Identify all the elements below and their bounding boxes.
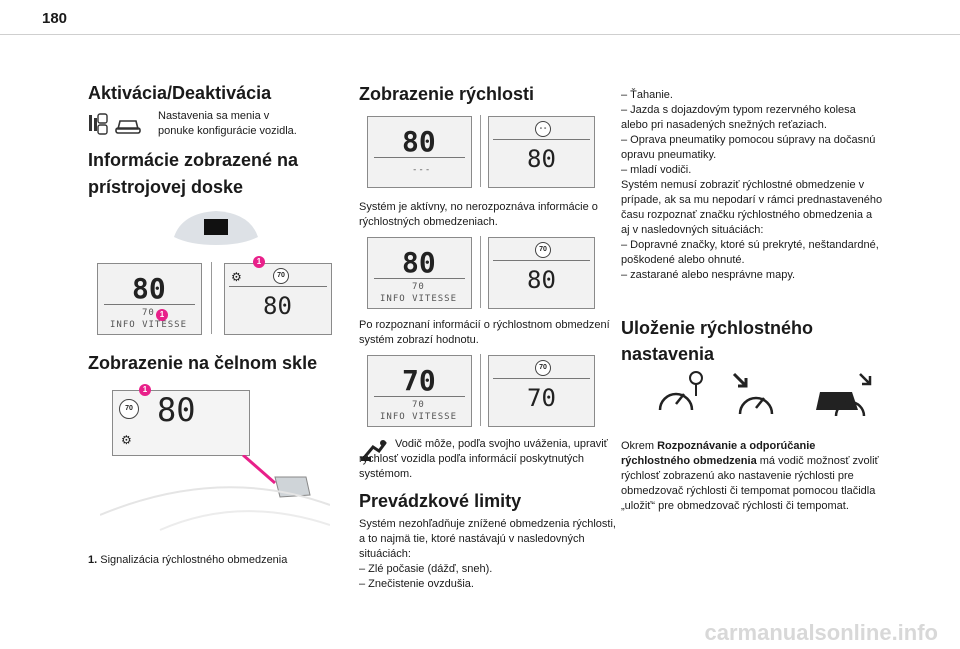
cluster-right-panel: ⚙ 70 80 bbox=[224, 263, 332, 335]
panel2-speed: 80 bbox=[402, 246, 436, 279]
panel2-right-speed: 80 bbox=[527, 266, 556, 294]
panel3-right-divider bbox=[493, 378, 590, 379]
legend-number: 1. bbox=[88, 554, 98, 566]
speed-panel-2-right: 70 80 bbox=[488, 237, 595, 309]
panel1-small: --- bbox=[412, 165, 432, 175]
ulozenie-post: má vodič možnosť zvoliť rýchlosť zobraze… bbox=[621, 455, 879, 512]
panel2-divider bbox=[374, 278, 465, 279]
panel1-separator bbox=[480, 115, 481, 187]
ulozenie-heading: Uloženie rýchlostného nastavenia bbox=[621, 318, 814, 364]
cond-item-2: – Jazda s dojazdovým typom rezervného ko… bbox=[621, 104, 856, 131]
cruise-control-icon bbox=[816, 373, 872, 417]
panel1-right-divider bbox=[493, 139, 590, 140]
page-number: 180 bbox=[42, 10, 68, 27]
cond-text: Systém nemusí zobraziť rýchlostné obmedz… bbox=[621, 179, 883, 236]
hud-speed: 80 bbox=[157, 391, 196, 429]
panel3-right-speed: 70 bbox=[527, 384, 556, 412]
panel3-separator bbox=[480, 354, 481, 426]
speedometer-recognition-icon bbox=[658, 371, 703, 411]
speed-panel-3-right: 70 70 bbox=[488, 355, 595, 427]
callout-hud: 1 bbox=[139, 384, 151, 396]
cond-item-6: – zastarané alebo nesprávne mapy. bbox=[621, 269, 796, 281]
cond-item-4: – mladí vodiči. bbox=[621, 164, 692, 176]
right-speed: 80 bbox=[263, 292, 292, 320]
limity-item-1: – Zlé počasie (dážď, sneh). bbox=[359, 563, 493, 575]
speed-sign: 70 bbox=[273, 268, 289, 284]
panel1-divider bbox=[374, 157, 465, 158]
panel1-right-speed: 80 bbox=[527, 145, 556, 173]
cluster-panel: 80 70 INFO VITESSE bbox=[97, 263, 202, 335]
panel1-sign: - - bbox=[535, 121, 551, 137]
speed-panel-2: 80 70 INFO VITESSE bbox=[367, 237, 472, 309]
panel3-limit: 70 bbox=[412, 400, 425, 410]
hud-panel: 70 80 ⚙ bbox=[112, 390, 250, 456]
conditions-list: – Ťahanie. – Jazda s dojazdovým typom re… bbox=[621, 88, 883, 283]
panel1-speed: 80 bbox=[402, 125, 436, 158]
panel2-label: INFO VITESSE bbox=[380, 294, 458, 304]
zobrazenie-heading: Zobrazenie rýchlosti bbox=[359, 84, 535, 104]
ulozenie-text: Okrem Rozpoznávanie a odporúčanie rýchlo… bbox=[621, 439, 883, 514]
driver-note-icon bbox=[359, 437, 389, 470]
panel3-label: INFO VITESSE bbox=[380, 412, 458, 422]
speed-panel-1: 80 --- bbox=[367, 116, 472, 188]
cluster-limit: 70 bbox=[142, 308, 155, 318]
text-2: Po rozpoznaní informácií o rýchlostnom o… bbox=[359, 319, 610, 346]
dashboard-location-icon bbox=[172, 207, 260, 254]
legend: 1. Signalizácia rýchlostného obmedzenia bbox=[88, 553, 318, 568]
hud-limit-icon: ⚙ bbox=[121, 433, 132, 447]
speedometer-arrow-icon bbox=[732, 372, 774, 415]
panel2-sign: 70 bbox=[535, 242, 551, 258]
celnom-heading: Zobrazenie na čelnom skle bbox=[88, 353, 318, 373]
limity-text: Systém nezohľadňuje znížené obmedzenia r… bbox=[359, 517, 621, 592]
panel2-limit: 70 bbox=[412, 282, 425, 292]
panel-separator bbox=[211, 262, 212, 334]
cluster-divider bbox=[104, 304, 195, 305]
watermark: carmanualsonline.info bbox=[704, 620, 939, 645]
panel2-separator bbox=[480, 236, 481, 308]
info-heading: Informácie zobrazené na prístrojovej dos… bbox=[88, 150, 299, 197]
callout-1: 1 bbox=[156, 309, 168, 321]
cond-item-1: – Ťahanie. bbox=[621, 89, 673, 101]
aktivacia-text: Nastavenia sa menia v ponuke konfiguráci… bbox=[158, 110, 297, 137]
speed-memory-icons bbox=[652, 370, 872, 427]
legend-text: Signalizácia rýchlostného obmedzenia bbox=[100, 554, 288, 566]
callout-1b: 1 bbox=[253, 256, 265, 268]
speed-panel-3: 70 70 INFO VITESSE bbox=[367, 355, 472, 427]
aktivacia-heading: Aktivácia/Deaktivácia bbox=[88, 83, 272, 103]
hud-windshield-illustration bbox=[99, 453, 331, 540]
cluster-speed: 80 bbox=[132, 272, 166, 305]
limity-intro: Systém nezohľadňuje znížené obmedzenia r… bbox=[359, 518, 616, 560]
limity-item-2: – Znečistenie ovzdušia. bbox=[359, 578, 474, 590]
settings-menu-icon bbox=[88, 112, 152, 141]
cluster-label: INFO VITESSE bbox=[110, 320, 188, 330]
panel3-speed: 70 bbox=[402, 364, 436, 397]
speed-limit-icon: ⚙ bbox=[231, 270, 242, 284]
speed-panel-1-right: - - 80 bbox=[488, 116, 595, 188]
ulozenie-pre: Okrem bbox=[621, 440, 658, 452]
cond-item-5: – Dopravné značky, ktoré sú prekryté, ne… bbox=[621, 239, 879, 266]
ulozenie-bold: Rozpoznávanie a odporúčanie rýchlostného… bbox=[621, 440, 816, 467]
panel2-right-divider bbox=[493, 260, 590, 261]
hud-sign: 70 bbox=[119, 399, 139, 419]
panel3-sign: 70 bbox=[535, 360, 551, 376]
driver-note: Vodič môže, podľa svojho uváženia, uprav… bbox=[359, 438, 608, 480]
right-divider bbox=[229, 286, 327, 287]
header-rule bbox=[0, 34, 960, 35]
cond-item-3: – Oprava pneumatiky pomocou súpravy na d… bbox=[621, 134, 876, 161]
text-1: Systém je aktívny, no nerozpoznáva infor… bbox=[359, 201, 598, 228]
panel3-divider bbox=[374, 396, 465, 397]
limity-heading: Prevádzkové limity bbox=[359, 491, 522, 511]
